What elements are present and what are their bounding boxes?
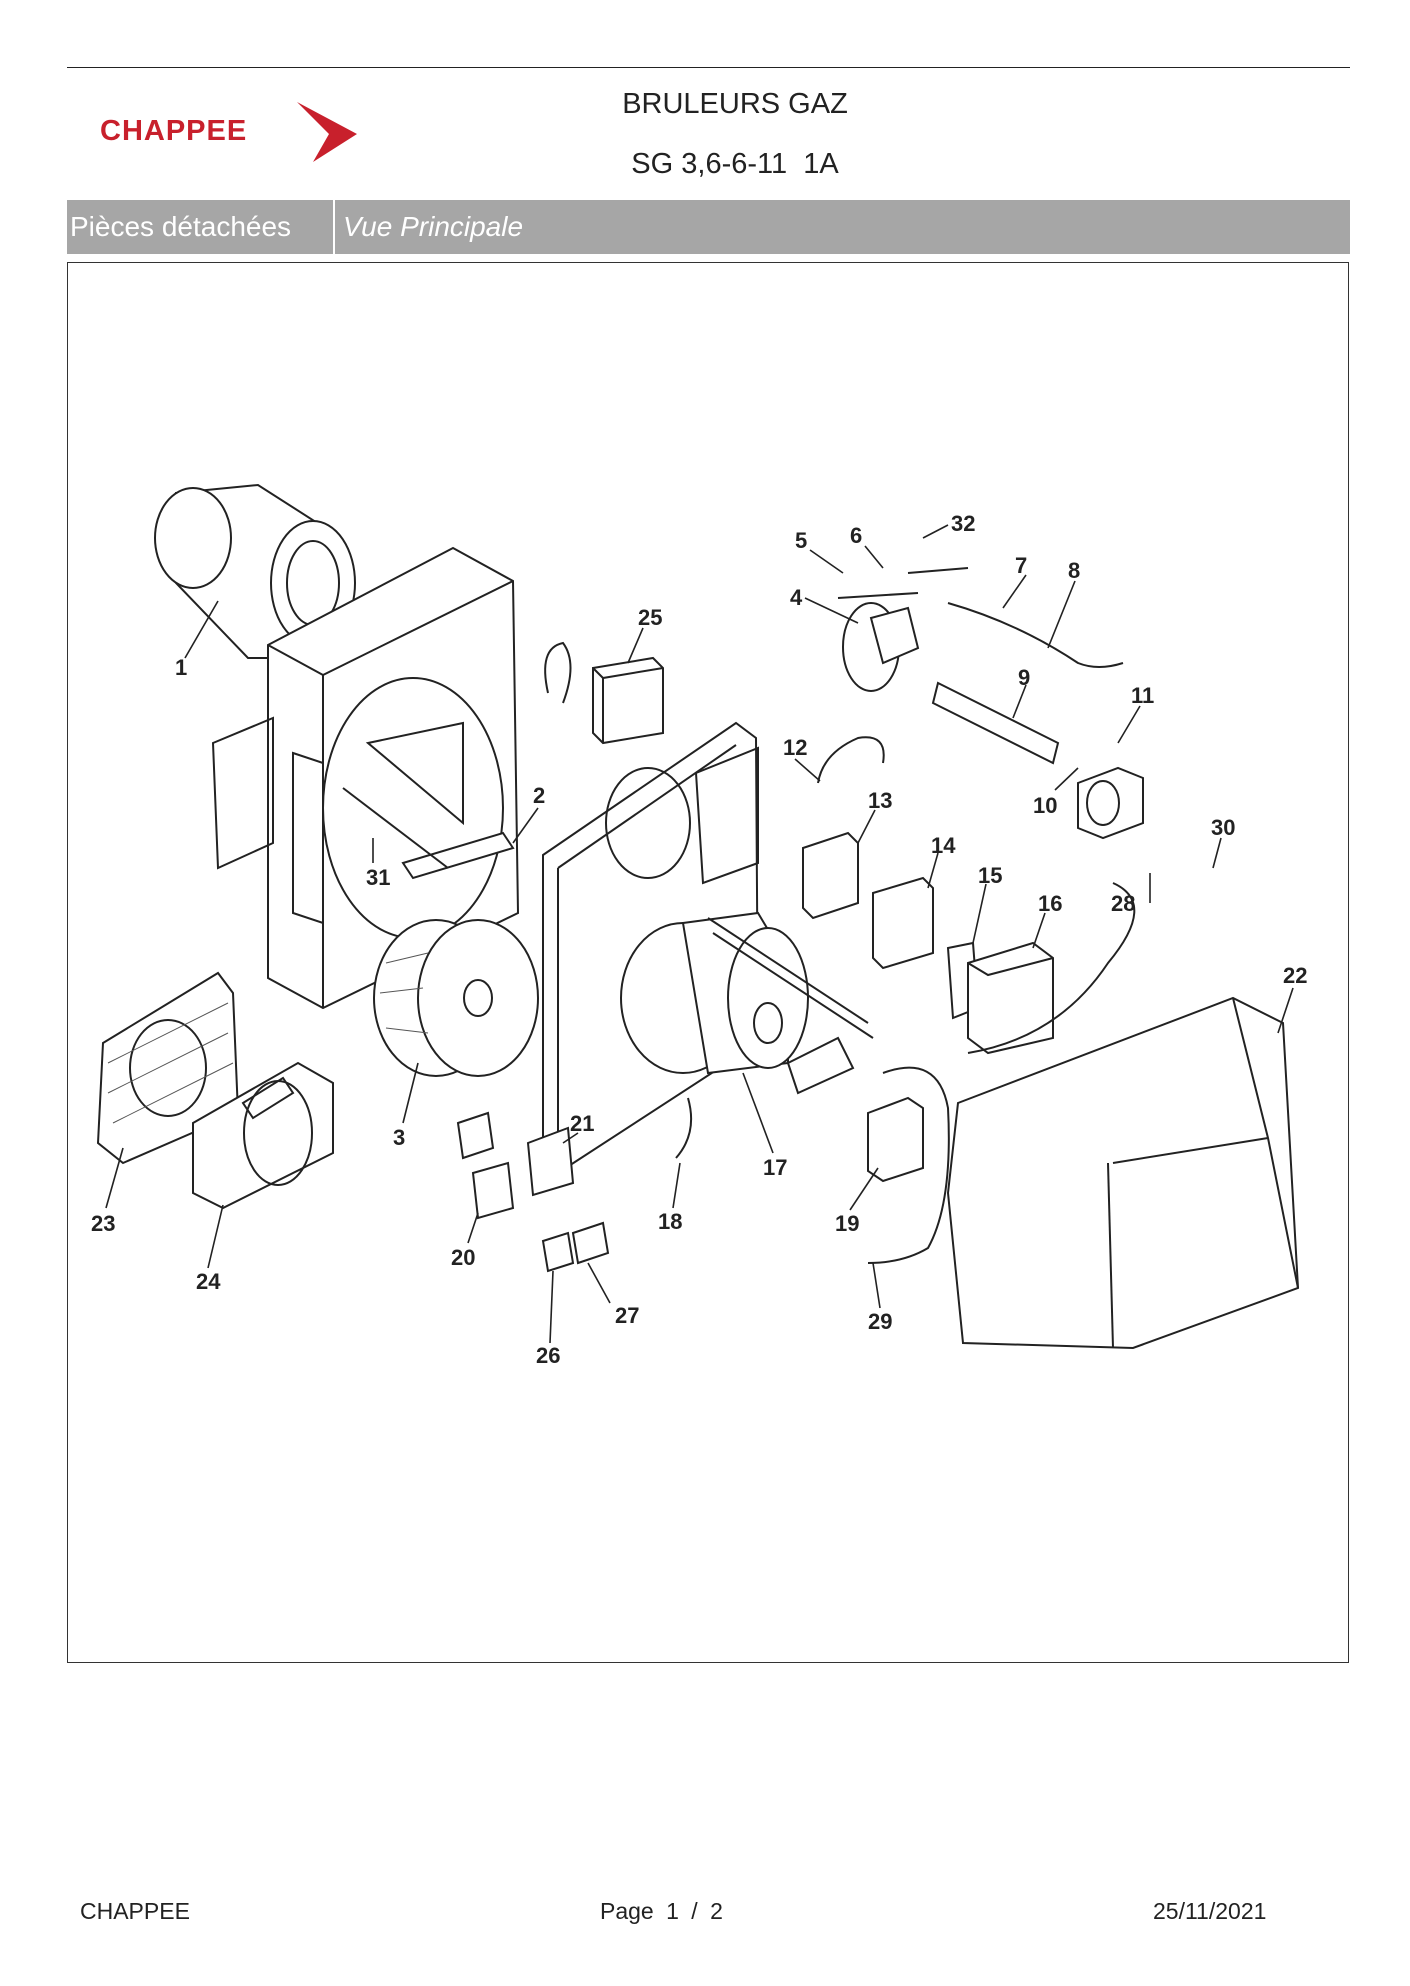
callout-28: 28: [1111, 891, 1135, 916]
section-bar: Pièces détachées Vue Principale: [67, 200, 1350, 254]
callout-12: 12: [783, 735, 807, 760]
callout-32: 32: [951, 511, 975, 536]
callout-29: 29: [868, 1309, 892, 1334]
view-label: Vue Principale: [343, 211, 524, 242]
callout-20: 20: [451, 1245, 475, 1270]
callout-21: 21: [570, 1111, 594, 1136]
callout-27: 27: [615, 1303, 639, 1328]
callout-8: 8: [1068, 558, 1080, 583]
footer-date: 25/11/2021: [1153, 1898, 1267, 1924]
callout-30: 30: [1211, 815, 1235, 840]
part-housing: [267, 546, 520, 1010]
header-rule: [67, 67, 1350, 68]
callout-9: 9: [1018, 665, 1030, 690]
callout-26: 26: [536, 1343, 560, 1368]
chappee-logo: CHAPPEE: [100, 100, 370, 170]
callout-5: 5: [795, 528, 807, 553]
footer-company: CHAPPEE: [80, 1898, 190, 1924]
callout-6: 6: [850, 523, 862, 548]
document-title: BRULEURS GAZ: [622, 88, 848, 120]
callout-19: 19: [835, 1211, 859, 1236]
callout-14: 14: [931, 833, 956, 858]
section-label: Pièces détachées: [67, 200, 335, 254]
callout-1: 1: [175, 655, 187, 680]
callout-16: 16: [1038, 891, 1062, 916]
callout-24: 24: [196, 1269, 221, 1294]
logo-wordmark: CHAPPEE: [100, 115, 248, 147]
callout-13: 13: [868, 788, 892, 813]
footer-page-number: Page 1 / 2: [600, 1898, 723, 1924]
part-blast-tube: [154, 483, 356, 659]
part-cover: [946, 996, 1300, 1350]
callout-7: 7: [1015, 553, 1027, 578]
callout-3: 3: [393, 1125, 405, 1150]
logo-chevron-icon: [297, 102, 357, 162]
callout-10: 10: [1033, 793, 1057, 818]
part-fan-wheel: [373, 919, 539, 1077]
callout-25: 25: [638, 605, 662, 630]
part-ignition-transformer: [544, 641, 664, 745]
model-reference: SG 3,6-6-11 1A: [631, 148, 839, 180]
callout-18: 18: [658, 1209, 682, 1234]
part-motor: [620, 911, 874, 1075]
part-burner-head: [837, 567, 969, 692]
callout-17: 17: [763, 1155, 787, 1180]
callout-15: 15: [978, 863, 1002, 888]
callout-11: 11: [1131, 683, 1154, 708]
part-gas-valve: [1077, 766, 1144, 840]
callout-4: 4: [790, 585, 803, 610]
exploded-view-frame: 1 2 3 4 5 6 7 8 9 10 11 12 13 14 15 16 1…: [67, 262, 1349, 1663]
callout-22: 22: [1283, 963, 1307, 988]
exploded-diagram: 1 2 3 4 5 6 7 8 9 10 11 12 13 14 15 16 1…: [91, 483, 1307, 1368]
callout-31: 31: [366, 865, 390, 890]
part-flange: [192, 1061, 334, 1210]
callout-23: 23: [91, 1211, 115, 1236]
callout-2: 2: [533, 783, 545, 808]
